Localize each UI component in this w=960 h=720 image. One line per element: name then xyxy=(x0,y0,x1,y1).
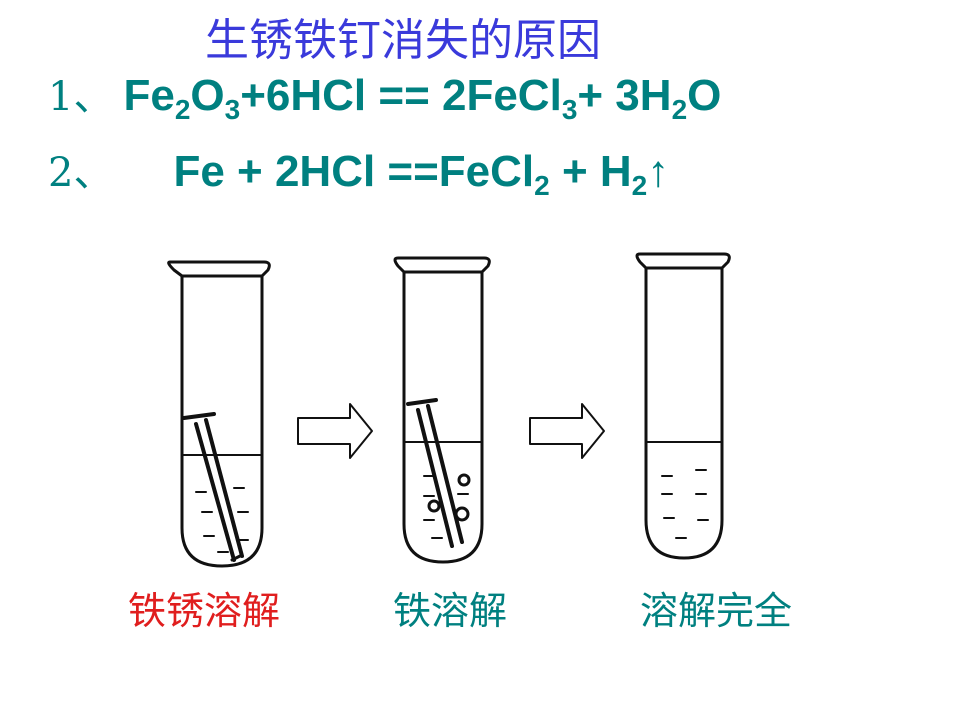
liquid-dashes xyxy=(195,487,249,553)
liquid-dashes xyxy=(661,469,709,539)
equation-text: Fe xyxy=(123,71,175,120)
equation-subscript: 2 xyxy=(671,94,688,125)
test-tube-2 xyxy=(393,256,491,564)
equation-text: O xyxy=(687,71,722,120)
equation-1: 1、Fe2O3+6HCl == 2FeCl3+ 3H2O xyxy=(48,64,722,124)
equation-subscript: 2 xyxy=(174,94,191,125)
equation-1-separator: 、 xyxy=(73,74,114,120)
equation-text: +6HCl == 2FeCl xyxy=(240,71,562,120)
liquid-dashes xyxy=(423,475,469,539)
equation-subscript: 3 xyxy=(224,94,241,125)
equation-subscript: 2 xyxy=(631,170,648,201)
equation-text: O xyxy=(190,71,225,120)
equation-text: Fe + 2HCl ==FeCl xyxy=(173,147,535,196)
gas-bubbles xyxy=(427,473,471,522)
equation-2-number: 2 xyxy=(48,150,74,196)
equation-text: ↑ xyxy=(647,147,670,196)
equation-2-formula: Fe + 2HCl ==FeCl2 + H2↑ xyxy=(173,147,670,200)
equation-subscript: 2 xyxy=(534,170,550,201)
equation-1-number: 1 xyxy=(48,74,74,120)
iron-nail xyxy=(406,398,464,548)
equation-1-formula: Fe2O3+6HCl == 2FeCl3+ 3H2O xyxy=(123,71,722,124)
caption-iron-dissolving: 铁溶解 xyxy=(393,589,508,633)
rusty-nail xyxy=(182,412,244,562)
arrow-right-icon xyxy=(529,403,605,459)
test-tube-3 xyxy=(635,252,731,560)
test-tube-1 xyxy=(167,260,271,568)
equation-text: + H xyxy=(549,147,632,196)
equation-2: 2、Fe + 2HCl ==FeCl2 + H2↑ xyxy=(48,140,670,200)
caption-rust-dissolving: 铁锈溶解 xyxy=(128,589,281,633)
equation-subscript: 3 xyxy=(561,94,578,125)
equation-text: + 3H xyxy=(577,71,672,120)
arrow-right-icon xyxy=(297,403,373,459)
equation-2-separator: 、 xyxy=(73,150,114,196)
page-title: 生锈铁钉消失的原因 xyxy=(205,15,601,66)
caption-fully-dissolved: 溶解完全 xyxy=(640,589,793,633)
